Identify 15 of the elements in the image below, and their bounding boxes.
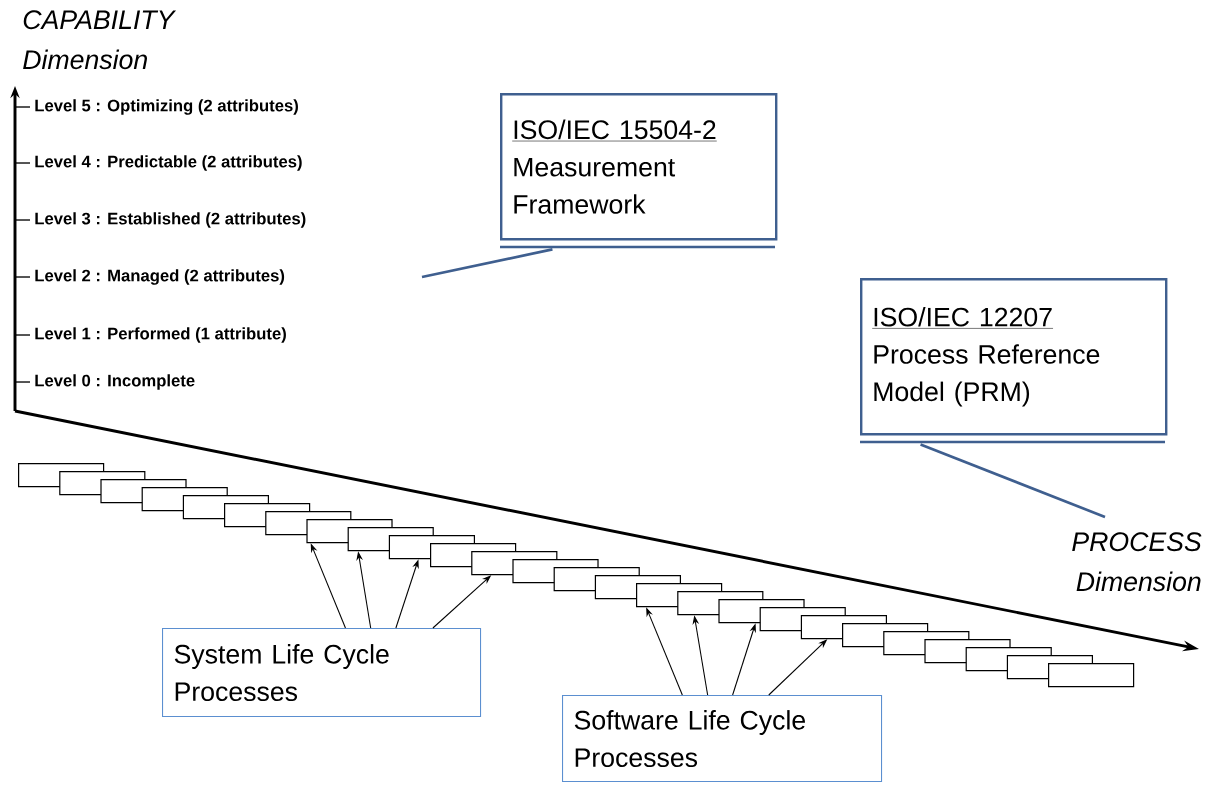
leader-line	[421, 248, 553, 279]
reference-box: ISO/IEC 15504-2 Measurement Framework	[500, 93, 778, 249]
axis-label: CAPABILITY Dimension	[23, 10, 177, 70]
process-group-box: Software Life Cycle Processes	[562, 695, 883, 783]
process-box	[1048, 663, 1135, 688]
level-label: Level 1 : Performed (1 attribute)	[35, 327, 286, 343]
reference-box: ISO/IEC 12207 Process Reference Model (PRM)	[860, 278, 1168, 444]
level-label: Level 4 : Predictable (2 attributes)	[35, 155, 302, 171]
process-group-box: System Life Cycle Processes	[162, 628, 482, 718]
axis-label: PROCESS Dimension	[1072, 532, 1202, 592]
level-label: Level 0 : Incomplete	[35, 374, 195, 390]
leader-line	[920, 443, 1106, 519]
level-label: Level 5 : Optimizing (2 attributes)	[35, 99, 298, 115]
level-label: Level 3 : Established (2 attributes)	[35, 212, 306, 228]
level-label: Level 2 : Managed (2 attributes)	[35, 269, 285, 285]
